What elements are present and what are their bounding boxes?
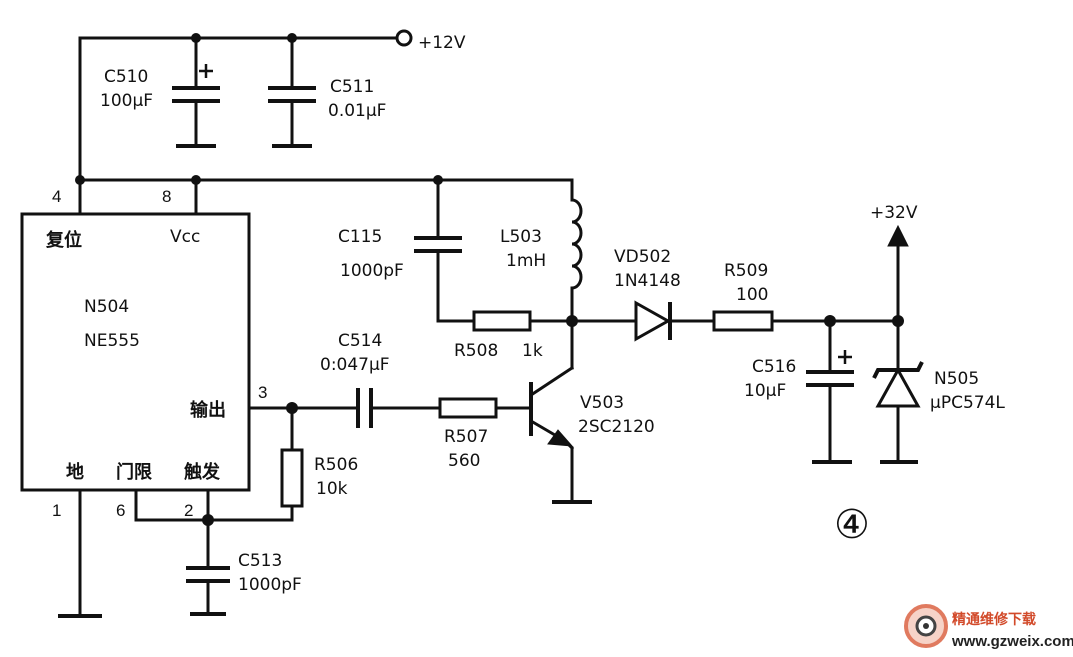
r507-value: 560 (448, 451, 480, 471)
resistor-r509 (712, 310, 904, 332)
c115-value: 1000pF (340, 261, 404, 281)
ic-pin-gnd: 地 (66, 461, 84, 483)
ic-pin-reset: 复位 (45, 229, 82, 251)
label-12v: +12V (418, 33, 466, 53)
l503-value: 1mH (506, 251, 546, 271)
r507-ref: R507 (444, 427, 488, 447)
c510-value: 100μF (100, 91, 153, 111)
resistor-r507 (438, 397, 532, 419)
c514-value: 0:047μF (320, 355, 390, 375)
diode-vd502 (570, 300, 716, 342)
c516-value: 10μF (744, 381, 786, 401)
c513-value: 1000pF (238, 575, 302, 595)
inductor-l503 (566, 178, 583, 370)
r508-value: 1k (522, 341, 543, 361)
n505-ref: N505 (934, 369, 979, 389)
r506-ref: R506 (314, 455, 358, 475)
threshold-trigger-net (134, 488, 294, 526)
capacitor-c510 (172, 36, 220, 148)
c514-ref: C514 (338, 331, 382, 351)
r508-ref: R508 (454, 341, 498, 361)
capacitor-c514 (356, 388, 442, 428)
watermark-cn: 精通维修下载 (952, 611, 1036, 628)
c511-ref: C511 (330, 77, 374, 97)
ic-ref: N504 (84, 297, 129, 317)
c513-ref: C513 (238, 551, 282, 571)
vd502-ref: VD502 (614, 247, 671, 267)
c511-value: 0.01μF (328, 101, 386, 121)
r509-value: 100 (736, 285, 768, 305)
capacitor-c115 (414, 178, 476, 323)
watermark-url: www.gzweix.com (951, 633, 1073, 650)
ic-pin-trig: 触发 (184, 461, 221, 483)
rail-12v (78, 29, 413, 182)
l503-ref: L503 (500, 227, 542, 247)
capacitor-c511 (268, 36, 316, 148)
ic-ne555 (20, 212, 251, 492)
n505-value: μPC574L (930, 393, 1005, 413)
pin-8-label: 8 (162, 187, 171, 206)
ic-part: NE555 (84, 331, 140, 351)
ground-pin1 (58, 488, 102, 618)
output-net (247, 402, 360, 414)
watermark-logo (904, 604, 948, 648)
c115-ref: C115 (338, 227, 382, 247)
resistor-r506 (280, 406, 304, 508)
pin-4-label: 4 (52, 187, 61, 206)
pin-6-label: 6 (116, 501, 125, 520)
figure-number: ④ (834, 502, 870, 548)
pin-2-label: 2 (184, 501, 193, 520)
r506-value: 10k (316, 479, 348, 499)
rail-32v (887, 224, 909, 372)
capacitor-c516 (806, 319, 854, 464)
capacitor-c513 (186, 518, 230, 616)
pin-3-label: 3 (258, 383, 267, 402)
ic-pin-thr: 门限 (116, 461, 153, 483)
c516-ref: C516 (752, 357, 796, 377)
v503-ref: V503 (580, 393, 624, 413)
c510-ref: C510 (104, 67, 148, 87)
ic-pin-out: 输出 (190, 399, 226, 421)
ic-pin-vcc: Vcc (170, 227, 200, 247)
transistor-v503 (528, 365, 592, 504)
pin-1-label: 1 (52, 501, 61, 520)
label-32v: +32V (870, 203, 918, 223)
terminal-12v (395, 29, 413, 47)
vd502-value: 1N4148 (614, 271, 681, 291)
zener-n505 (872, 361, 924, 464)
resistor-r508 (472, 310, 574, 332)
v503-value: 2SC2120 (578, 417, 655, 437)
r509-ref: R509 (724, 261, 768, 281)
rail-vcc (75, 175, 574, 216)
